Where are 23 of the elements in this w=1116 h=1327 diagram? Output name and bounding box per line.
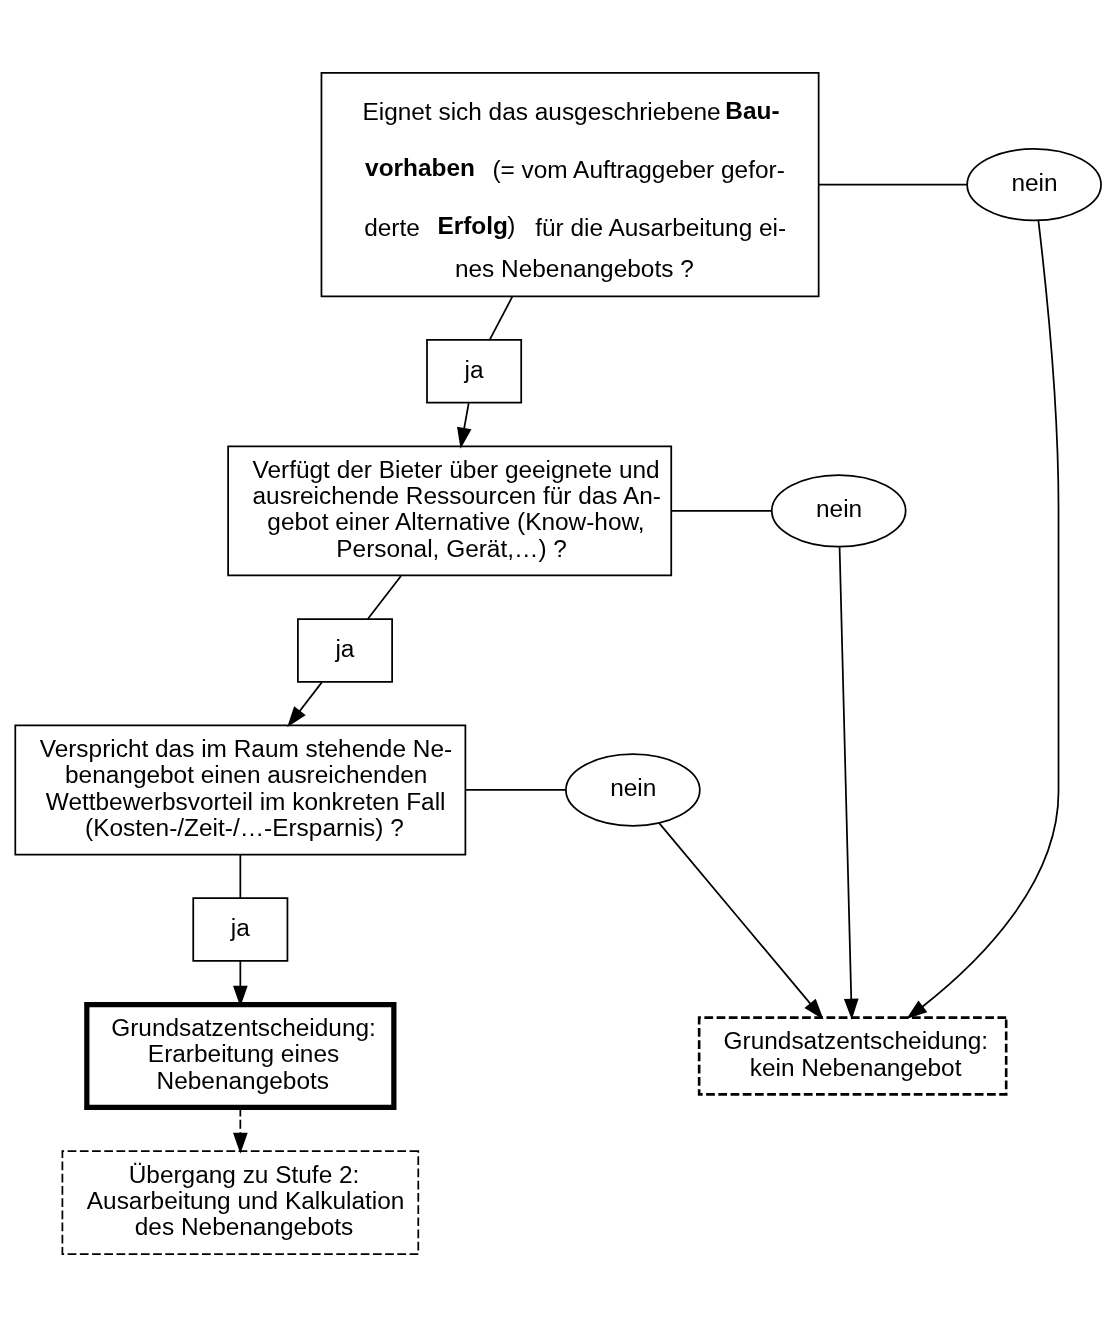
arrow <box>658 822 824 1020</box>
arrow <box>906 219 1060 1020</box>
arrow <box>287 681 323 728</box>
node-box: Eignet sich das ausgeschriebene Bau- vorhaben (= vom Auftraggeber gefor- derte Erfolg) für die Ausarbeitung ei- nes Nebenangebots ? <box>320 72 820 298</box>
node-box: ja <box>192 897 289 962</box>
arrow <box>838 546 859 1020</box>
node-ellipse: nein <box>565 753 701 827</box>
connector <box>670 510 773 512</box>
connector <box>488 295 514 341</box>
node-ellipse: nein <box>966 148 1102 222</box>
arrow <box>457 402 472 449</box>
connector <box>464 789 567 791</box>
node-box: Verfügt der Bieter über geeignete und ausreichende Ressourcen für das An- gebot einer Alternative (Know-how, Personal, Gerät,…) ? <box>227 445 673 577</box>
connector <box>817 183 968 186</box>
node-box: Grundsatzentscheidung: Erarbeitung eines Nebenangebots <box>84 1001 397 1111</box>
node-box: Grundsatzentscheidung: kein Nebenangebot <box>697 1016 1008 1096</box>
node-box: ja <box>297 618 393 683</box>
connector <box>367 575 402 620</box>
connector <box>239 854 242 899</box>
node-box: ja <box>426 339 523 404</box>
node-box: Übergang zu Stufe 2: Ausarbeitung und Kalkulation des Nebenangebots <box>61 1150 420 1255</box>
node-box: Verspricht das im Raum stehende Ne- benangebot einen ausreichenden Wettbewerbsvorteil im konkreten Fall (Kosten-/Zeit-/…-Ersparnis) ? <box>14 724 467 856</box>
node-ellipse: nein <box>770 474 907 548</box>
